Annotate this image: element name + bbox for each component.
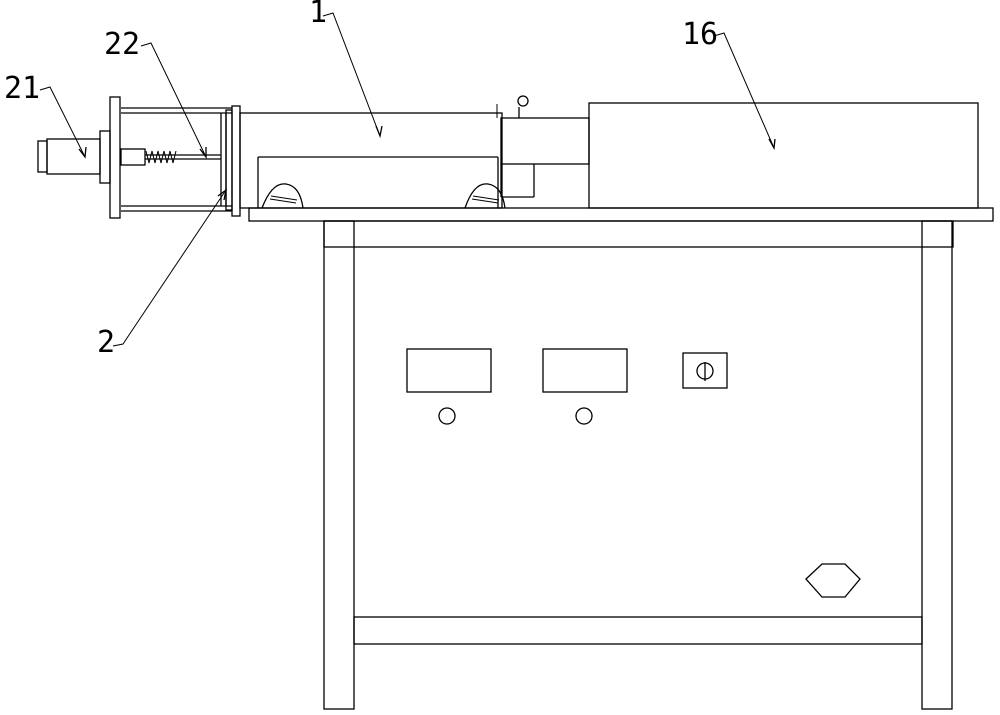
label-22: 22	[104, 27, 140, 62]
label-16: 16	[682, 17, 718, 52]
spring-icon	[145, 150, 177, 164]
press-plate	[225, 105, 241, 217]
label-21: 21	[4, 71, 40, 106]
support-foot-left	[261, 183, 304, 209]
support-foot-right	[464, 183, 506, 209]
display-screen-2	[542, 348, 628, 393]
push-rod-frame	[120, 107, 232, 212]
cabinet-frame	[248, 207, 994, 710]
display-screen-1	[406, 348, 492, 393]
main-barrel	[239, 112, 506, 209]
connector-block	[496, 95, 590, 198]
power-switch-icon	[682, 352, 728, 389]
callouts: 1 16 22 21 2	[4, 0, 776, 360]
hexagon-plate	[805, 563, 861, 598]
label-2: 2	[97, 325, 115, 360]
motor	[37, 96, 121, 219]
knob-1	[438, 407, 456, 425]
knob-2	[575, 407, 593, 425]
housing-block	[588, 102, 979, 209]
label-1: 1	[309, 0, 327, 30]
control-panel	[406, 348, 861, 598]
